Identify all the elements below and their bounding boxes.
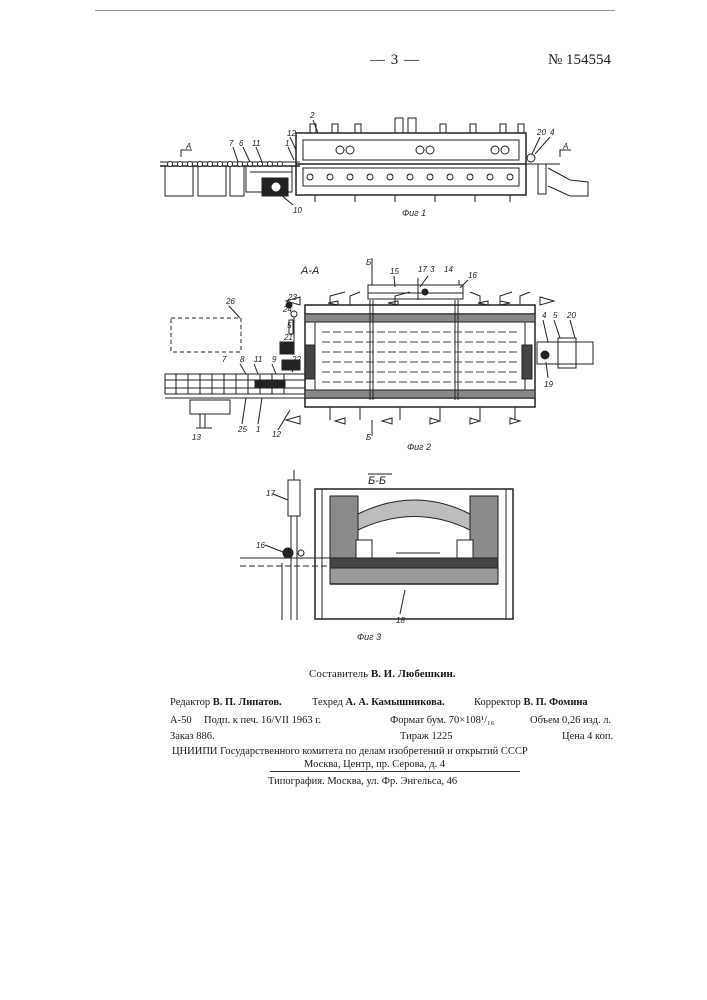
- imprint-signed: Подп. к печ. 16/VII 1963 г.: [204, 715, 321, 726]
- svg-text:15: 15: [390, 267, 399, 276]
- svg-text:1: 1: [285, 139, 289, 148]
- svg-text:20: 20: [566, 311, 576, 320]
- svg-text:17: 17: [266, 489, 275, 498]
- techeditor-prefix: Техред: [312, 697, 343, 708]
- svg-text:4: 4: [542, 311, 547, 320]
- imprint-code: А-50: [170, 715, 192, 726]
- imprint-price: Цена 4 коп.: [562, 731, 613, 742]
- figure-3-section-title: Б-Б: [368, 475, 386, 487]
- section-mark-a-left: А: [185, 142, 191, 151]
- svg-text:4: 4: [550, 128, 555, 137]
- svg-text:17: 17: [418, 265, 427, 274]
- figure-2-labels: А-А Б Б 26 23 24 5 21 8 11 9 22 7 25 1 1…: [192, 258, 576, 452]
- svg-text:11: 11: [254, 355, 262, 364]
- imprint-divider: [270, 771, 520, 772]
- svg-text:5: 5: [287, 321, 292, 330]
- svg-text:7: 7: [229, 139, 234, 148]
- svg-text:Б: Б: [366, 433, 371, 442]
- svg-text:10: 10: [293, 206, 302, 215]
- patent-drawings: А А 7 6 11 1 12 2 20 4 10 Фиг 1: [0, 0, 707, 660]
- svg-text:19: 19: [544, 380, 553, 389]
- svg-text:9: 9: [272, 355, 277, 364]
- compiler-prefix: Составитель: [309, 668, 368, 680]
- svg-text:11: 11: [252, 139, 260, 148]
- imprint-printer: Типография. Москва, ул. Фр. Энгельса, 46: [268, 776, 457, 787]
- svg-text:22: 22: [291, 355, 301, 364]
- imprint-editors: Редактор В. П. Липатов.: [170, 697, 282, 708]
- imprint-publisher: ЦНИИПИ Государственного комитета по дела…: [172, 746, 528, 757]
- svg-text:16: 16: [256, 541, 265, 550]
- imprint-techeditor: Техред А. А. Камышникова.: [312, 697, 445, 708]
- compiler-name: В. И. Любешкин.: [371, 668, 456, 680]
- figure-1-caption: Фиг 1: [402, 208, 426, 218]
- svg-text:12: 12: [272, 430, 281, 439]
- svg-text:12: 12: [287, 129, 296, 138]
- imprint-volume: Объем 0,26 изд. л.: [530, 715, 611, 726]
- svg-text:6: 6: [239, 139, 244, 148]
- svg-text:23: 23: [287, 293, 297, 302]
- svg-text:13: 13: [192, 433, 201, 442]
- corrector-prefix: Корректор: [474, 697, 521, 708]
- svg-text:14: 14: [444, 265, 453, 274]
- figure-2-caption: Фиг 2: [407, 442, 431, 452]
- svg-text:25: 25: [237, 425, 247, 434]
- imprint-order: Заказ 886.: [170, 731, 215, 742]
- imprint-format: Формат бум. 70×108¹/₁₆: [390, 715, 494, 726]
- svg-text:3: 3: [430, 265, 435, 274]
- figure-2-section-title: А-А: [300, 265, 319, 277]
- imprint-address: Москва, Центр, пр. Серова, д. 4: [304, 759, 445, 770]
- section-mark-a-right: А: [562, 142, 568, 151]
- svg-text:Б: Б: [366, 258, 371, 267]
- imprint-run: Тираж 1225: [400, 731, 453, 742]
- techeditor-name: А. А. Камышникова.: [346, 697, 445, 708]
- figure-3: [240, 470, 513, 620]
- compiler-line: Составитель В. И. Любешкин.: [309, 668, 456, 680]
- svg-text:8: 8: [240, 355, 245, 364]
- svg-text:18: 18: [396, 616, 405, 625]
- svg-text:2: 2: [309, 111, 315, 120]
- corrector-name: В. П. Фомина: [523, 697, 587, 708]
- svg-text:5: 5: [553, 311, 558, 320]
- svg-text:1: 1: [256, 425, 260, 434]
- svg-text:20: 20: [536, 128, 546, 137]
- figure-3-caption: Фиг 3: [357, 632, 381, 642]
- svg-text:26: 26: [225, 297, 235, 306]
- editor-name: В. П. Липатов.: [213, 697, 282, 708]
- svg-text:7: 7: [222, 355, 227, 364]
- figure-1: [160, 118, 588, 205]
- editor-prefix: Редактор: [170, 697, 210, 708]
- imprint-corrector: Корректор В. П. Фомина: [474, 697, 588, 708]
- svg-text:21: 21: [283, 333, 293, 342]
- svg-text:24: 24: [282, 305, 292, 314]
- figure-2: [165, 258, 593, 436]
- svg-text:16: 16: [468, 271, 477, 280]
